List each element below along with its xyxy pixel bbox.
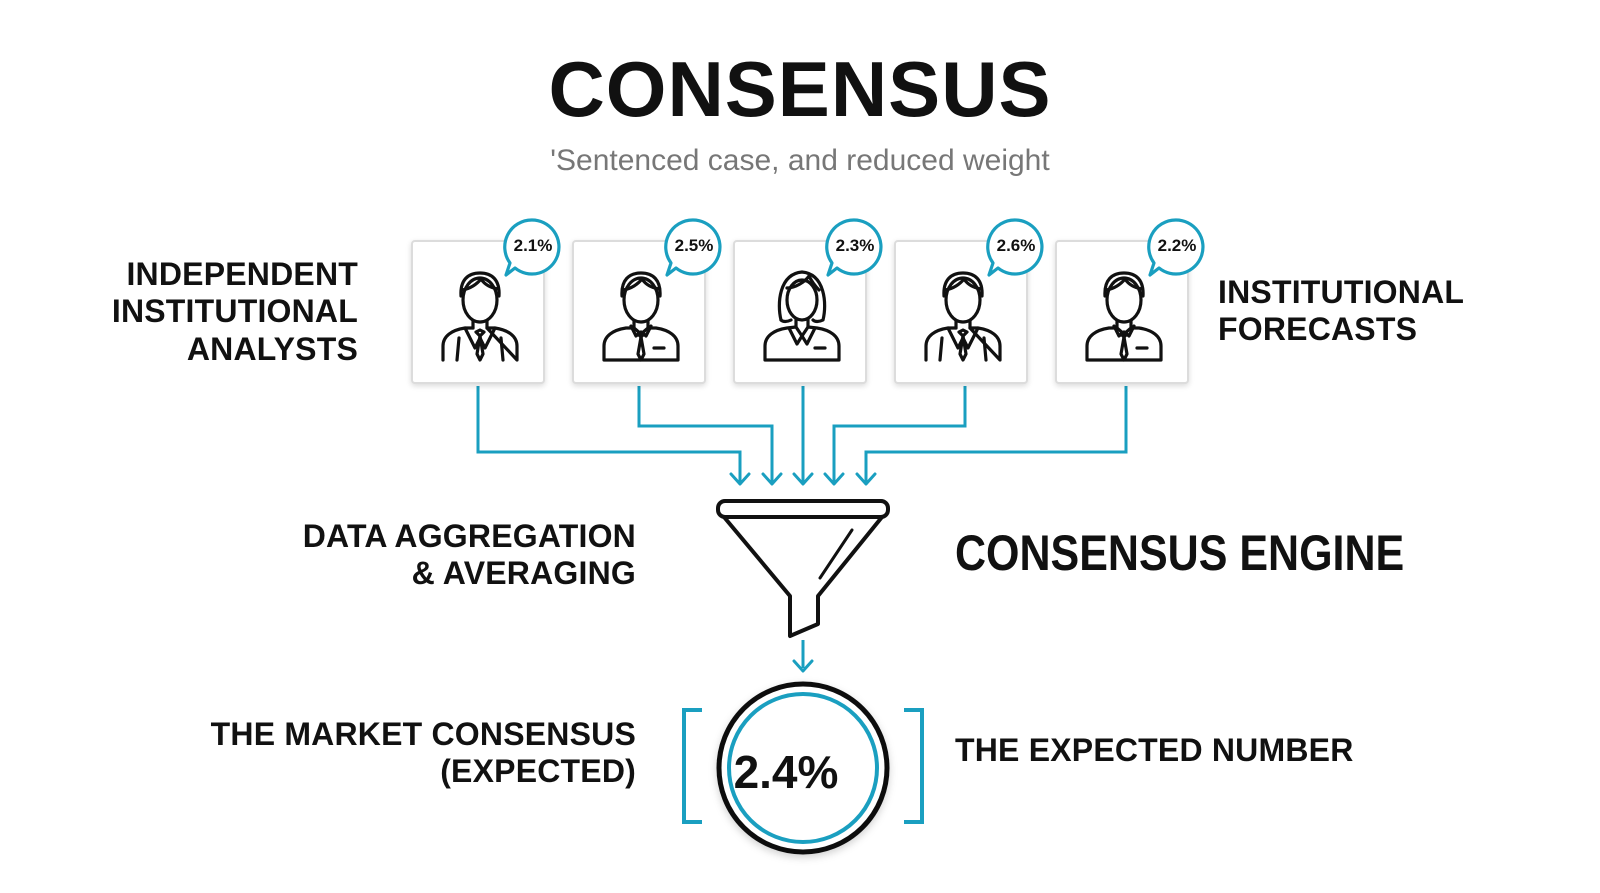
forecast-value: 2.3% — [835, 236, 875, 255]
arrow-head-icon — [792, 472, 814, 486]
speech-bubble-icon — [825, 218, 883, 277]
funnel-icon — [716, 499, 890, 638]
forecast-bubble: 2.6% — [984, 217, 1048, 281]
label-independent-analysts: INDEPENDENT INSTITUTIONAL ANALYSTS — [112, 256, 358, 368]
arrow-head-icon — [855, 472, 877, 486]
label-data-aggregation: DATA AGGREGATION & AVERAGING — [303, 518, 636, 593]
male-analyst-tie-icon — [602, 271, 680, 362]
forecast-value: 2.1% — [513, 236, 553, 255]
page-subtitle: 'Sentenced case, and reduced weight — [550, 144, 1050, 177]
label-line: DATA AGGREGATION — [302, 518, 636, 554]
arrow-head-icon — [729, 472, 751, 486]
label-line: FORECASTS — [1218, 311, 1418, 348]
label-line: INSTITUTIONAL — [111, 293, 358, 330]
arrow-head-icon — [823, 472, 845, 486]
female-analyst-icon — [763, 270, 841, 362]
label-expected-number: THE EXPECTED NUMBER — [955, 732, 1354, 768]
label-line: ANALYSTS — [186, 330, 358, 367]
forecast-value: 2.2% — [1157, 236, 1197, 255]
forecast-value: 2.6% — [996, 236, 1036, 255]
analyst-card — [894, 240, 1028, 384]
result-circle — [716, 681, 890, 855]
male-analyst-tie-icon — [1085, 271, 1163, 362]
label-line: THE MARKET CONSENSUS — [210, 716, 636, 752]
male-analyst-suit-icon — [924, 271, 1002, 362]
analyst-card — [1055, 240, 1189, 384]
connector-line — [864, 386, 1128, 482]
speech-bubble-icon — [664, 218, 722, 277]
male-analyst-suit-icon — [441, 271, 519, 362]
speech-bubble-icon — [503, 218, 561, 277]
result-brackets — [682, 708, 924, 824]
speech-bubble-icon — [986, 218, 1044, 277]
connector-line — [832, 386, 967, 482]
consensus-result-value: 2.4% — [733, 746, 839, 798]
page-title: CONSENSUS — [548, 45, 1052, 133]
forecast-bubble: 2.1% — [501, 217, 565, 281]
label-consensus-engine: CONSENSUS ENGINE — [955, 525, 1405, 581]
label-line: (EXPECTED) — [440, 753, 636, 790]
forecast-bubble: 2.2% — [1145, 217, 1209, 281]
speech-bubble-icon — [1147, 218, 1205, 277]
label-line: INSTITUTIONAL — [1218, 274, 1465, 310]
label-line: & AVERAGING — [411, 555, 636, 592]
forecast-bubble: 2.3% — [823, 217, 887, 281]
arrow-head-icon — [792, 659, 814, 673]
label-institutional-forecasts: INSTITUTIONAL FORECASTS — [1218, 274, 1464, 349]
connector-line — [637, 386, 774, 482]
label-market-consensus: THE MARKET CONSENSUS (EXPECTED) — [211, 716, 636, 791]
label-line: INDEPENDENT — [126, 256, 358, 292]
forecast-value: 2.5% — [674, 236, 714, 255]
arrow-head-icon — [761, 472, 783, 486]
forecast-bubble: 2.5% — [662, 217, 726, 281]
connector-line — [476, 386, 742, 482]
